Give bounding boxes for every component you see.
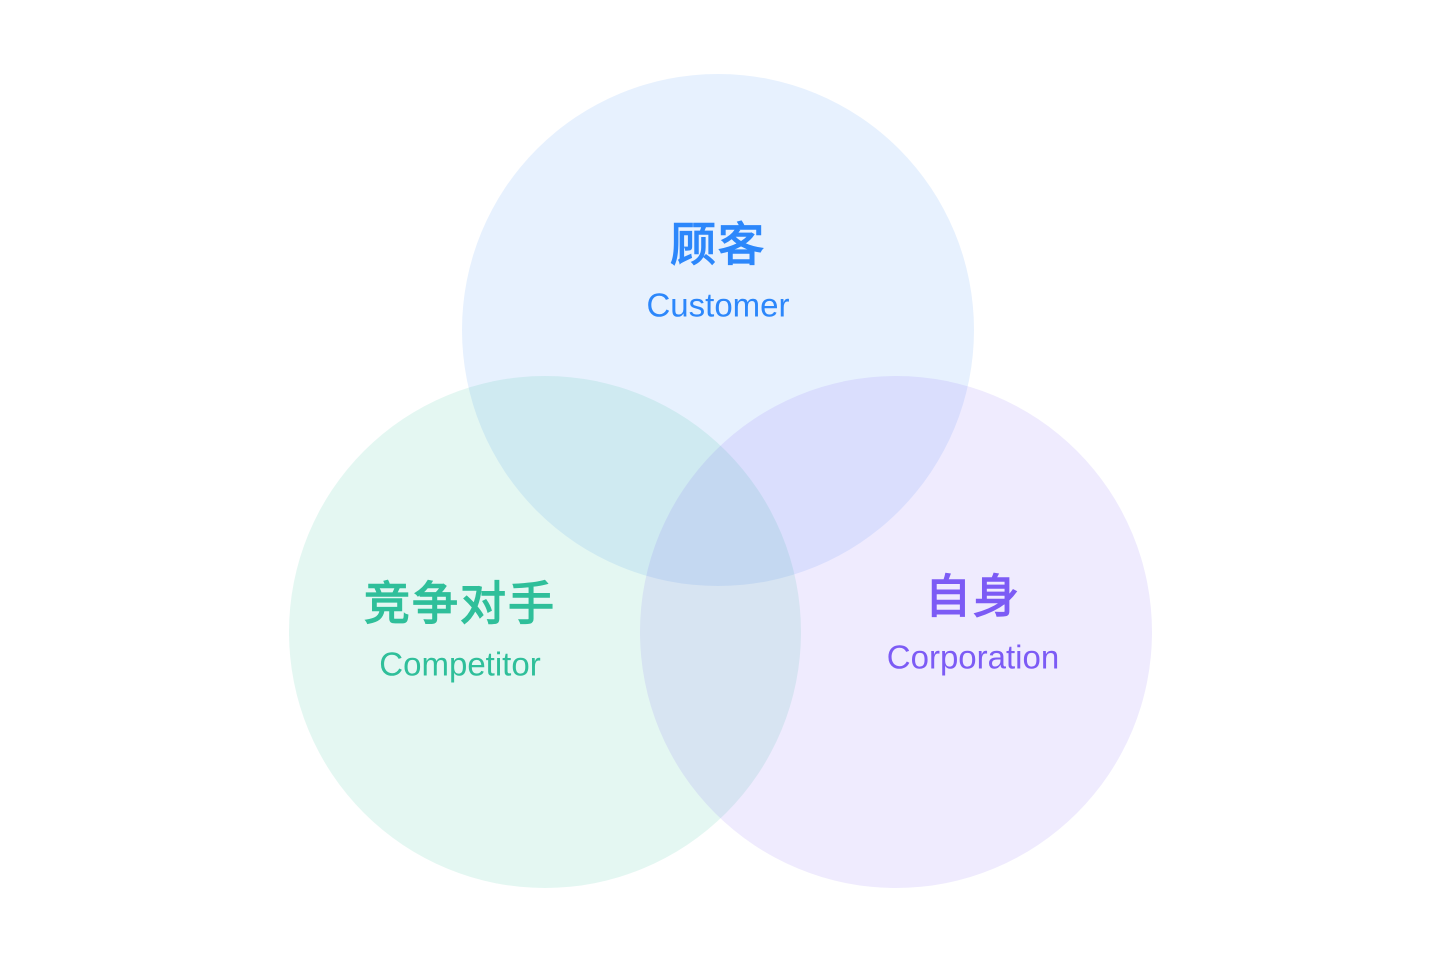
- competitor-circle: [289, 376, 801, 888]
- corporation-circle: [640, 376, 1152, 888]
- competitor-label-group: 竞争对手 Competitor: [364, 577, 556, 682]
- customer-label-en: Customer: [646, 286, 790, 324]
- competitor-label-en: Competitor: [379, 645, 541, 683]
- corporation-label-group: 自身 Corporation: [887, 570, 1059, 675]
- customer-label-group: 顾客 Customer: [646, 218, 789, 323]
- corporation-label-zh: 自身: [925, 570, 1021, 623]
- customer-label-zh: 顾客: [669, 218, 766, 271]
- customer-circle: [462, 74, 974, 586]
- competitor-label-zh: 竞争对手: [364, 577, 556, 630]
- corporation-label-en: Corporation: [886, 638, 1060, 676]
